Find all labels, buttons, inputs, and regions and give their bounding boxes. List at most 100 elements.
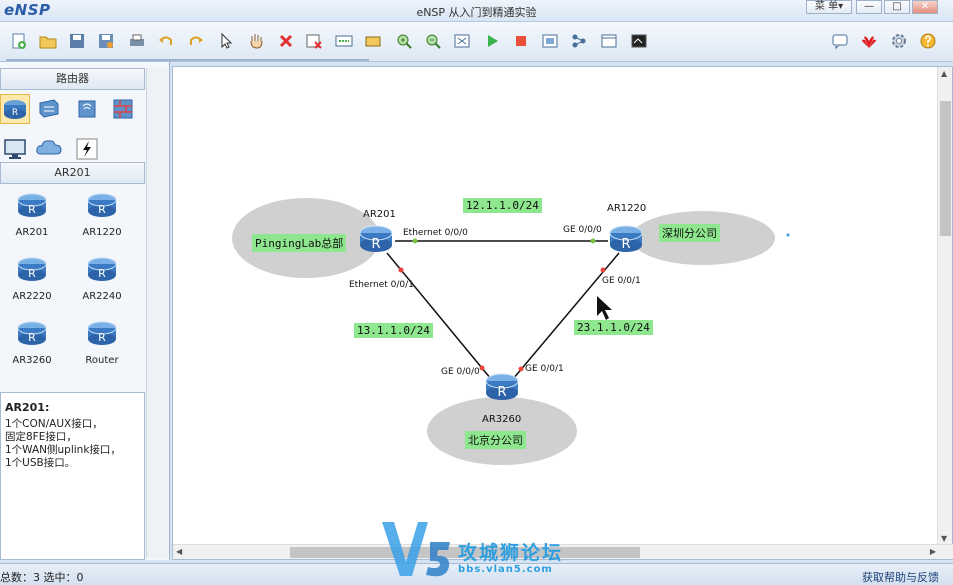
vertical-scroll-thumb[interactable] bbox=[940, 101, 951, 236]
device-label: AR3260 bbox=[12, 355, 52, 366]
device-ar1220[interactable]: R AR1220 bbox=[70, 190, 134, 238]
svg-text:R: R bbox=[12, 108, 18, 118]
pc-category-icon[interactable] bbox=[0, 134, 30, 164]
description-line: 固定8FE接口， bbox=[5, 431, 77, 443]
topology-canvas[interactable]: R R R AR201 AR1220 AR3260 PingingLab总部 深… bbox=[173, 67, 938, 545]
pan-hand-icon[interactable] bbox=[246, 31, 266, 51]
svg-text:R: R bbox=[28, 331, 36, 344]
subnet-label-13[interactable]: 13.1.1.0/24 bbox=[354, 323, 433, 338]
description-line: 1个USB接口。 bbox=[5, 457, 76, 469]
link-category-icon[interactable] bbox=[72, 134, 102, 164]
svg-text:R: R bbox=[98, 331, 106, 344]
print-icon[interactable] bbox=[127, 31, 147, 51]
help-feedback-link[interactable]: 获取帮助与反馈 bbox=[862, 571, 939, 584]
device-ar2240[interactable]: R AR2240 bbox=[70, 254, 134, 302]
undo-icon[interactable] bbox=[156, 31, 176, 51]
settings-icon[interactable] bbox=[889, 31, 909, 51]
chat-icon[interactable] bbox=[830, 31, 850, 51]
port-dot bbox=[398, 267, 404, 273]
topology-workspace[interactable]: R R R AR201 AR1220 AR3260 PingingLab总部 深… bbox=[172, 66, 953, 560]
redo-icon[interactable] bbox=[186, 31, 206, 51]
maximize-button[interactable]: □ bbox=[884, 0, 910, 14]
mouse-cursor-icon bbox=[597, 296, 612, 320]
menu-button[interactable]: 菜 单▾ bbox=[806, 0, 852, 14]
status-bar: 总数：3 选中：0 获取帮助与反馈 bbox=[0, 563, 953, 585]
device-description: AR201: 1个CON/AUX接口， 固定8FE接口， 1个WAN侧uplin… bbox=[0, 392, 145, 560]
watermark-logo-icon bbox=[382, 522, 450, 577]
link-ar201-ar3260 bbox=[386, 252, 492, 380]
cloud-category-icon[interactable] bbox=[34, 134, 64, 164]
port-dot bbox=[479, 365, 485, 371]
fit-icon[interactable] bbox=[452, 31, 472, 51]
toolbar-separator bbox=[6, 59, 369, 61]
device-ar3260[interactable]: R AR3260 bbox=[0, 318, 64, 366]
device-ar201[interactable]: R AR201 bbox=[0, 190, 64, 238]
panel-icon[interactable] bbox=[599, 31, 619, 51]
description-line: 1个WAN侧uplink接口， bbox=[5, 444, 121, 456]
device-label: AR2220 bbox=[12, 291, 52, 302]
device-ar2220[interactable]: R AR2220 bbox=[0, 254, 64, 302]
subnet-label-23[interactable]: 23.1.1.0/24 bbox=[574, 320, 653, 335]
new-topology-icon[interactable] bbox=[9, 31, 29, 51]
area-label-beijing[interactable]: 北京分公司 bbox=[465, 431, 526, 449]
svg-text:R: R bbox=[621, 237, 630, 252]
capture-icon[interactable] bbox=[540, 31, 560, 51]
help-icon[interactable] bbox=[918, 31, 938, 51]
delete-icon[interactable] bbox=[276, 31, 296, 51]
status-count: 总数：3 选中：0 bbox=[0, 571, 84, 584]
device-label: AR1220 bbox=[82, 227, 122, 238]
area-label-shenzhen[interactable]: 深圳分公司 bbox=[659, 224, 720, 242]
zoom-in-icon[interactable] bbox=[394, 31, 414, 51]
router-name-ar201: AR201 bbox=[363, 209, 396, 220]
firewall-category-icon[interactable] bbox=[108, 94, 138, 124]
port-label: Ethernet 0/0/0 bbox=[403, 228, 468, 238]
delete-link-icon[interactable] bbox=[304, 31, 324, 51]
title-bar: eNSP eNSP 从入门到精通实验 菜 单▾ — □ ✕ bbox=[0, 0, 953, 22]
svg-text:R: R bbox=[371, 237, 380, 252]
zoom-out-icon[interactable] bbox=[423, 31, 443, 51]
stop-icon[interactable] bbox=[511, 31, 531, 51]
rectangle-icon[interactable] bbox=[363, 31, 383, 51]
save-as-icon[interactable] bbox=[96, 31, 116, 51]
svg-text:R: R bbox=[28, 267, 36, 280]
subnet-label-12[interactable]: 12.1.1.0/24 bbox=[463, 198, 542, 213]
minimize-button[interactable]: — bbox=[856, 0, 882, 14]
device-label: AR2240 bbox=[82, 291, 122, 302]
window-title: eNSP 从入门到精通实验 bbox=[416, 6, 537, 19]
save-icon[interactable] bbox=[67, 31, 87, 51]
category-header: 路由器 bbox=[0, 68, 145, 90]
device-label: Router bbox=[85, 355, 119, 366]
link-ar1220-ar3260 bbox=[512, 252, 620, 380]
device-panel-scrollbar[interactable] bbox=[146, 68, 168, 558]
scroll-down-arrow-icon[interactable]: ▼ bbox=[941, 534, 948, 543]
topology-drawing: R R R bbox=[232, 198, 790, 465]
svg-text:R: R bbox=[497, 385, 506, 400]
scroll-left-arrow-icon[interactable]: ◀ bbox=[176, 547, 183, 556]
huawei-icon[interactable] bbox=[859, 31, 879, 51]
topology-icon[interactable] bbox=[569, 31, 589, 51]
horizontal-scroll-thumb[interactable] bbox=[290, 547, 640, 558]
description-title: AR201: bbox=[5, 401, 50, 414]
area-label-hq[interactable]: PingingLab总部 bbox=[252, 234, 347, 252]
wireless-category-icon[interactable] bbox=[72, 94, 102, 124]
router-name-ar1220: AR1220 bbox=[607, 203, 647, 214]
canvas-vertical-scrollbar[interactable]: ▲ ▼ bbox=[937, 67, 952, 545]
start-icon[interactable] bbox=[482, 31, 502, 51]
switch-category-icon[interactable] bbox=[34, 94, 64, 124]
svg-text:R: R bbox=[98, 267, 106, 280]
router-ar3260: R bbox=[485, 373, 519, 400]
console-icon[interactable] bbox=[629, 31, 649, 51]
select-icon[interactable] bbox=[216, 31, 236, 51]
text-icon[interactable] bbox=[334, 31, 354, 51]
canvas-horizontal-scrollbar[interactable]: ◀ ▶ bbox=[173, 544, 953, 559]
port-label: GE 0/0/1 bbox=[525, 364, 564, 374]
scroll-up-arrow-icon[interactable]: ▲ bbox=[941, 69, 948, 78]
scroll-right-arrow-icon[interactable]: ▶ bbox=[929, 547, 936, 556]
close-button[interactable]: ✕ bbox=[912, 0, 938, 14]
open-icon[interactable] bbox=[38, 31, 58, 51]
router-category-icon[interactable]: R bbox=[0, 94, 30, 124]
app-logo: eNSP bbox=[4, 1, 51, 19]
port-dot bbox=[412, 238, 418, 244]
watermark-url: bbs.vlan5.com bbox=[458, 564, 553, 575]
device-router[interactable]: R Router bbox=[70, 318, 134, 366]
